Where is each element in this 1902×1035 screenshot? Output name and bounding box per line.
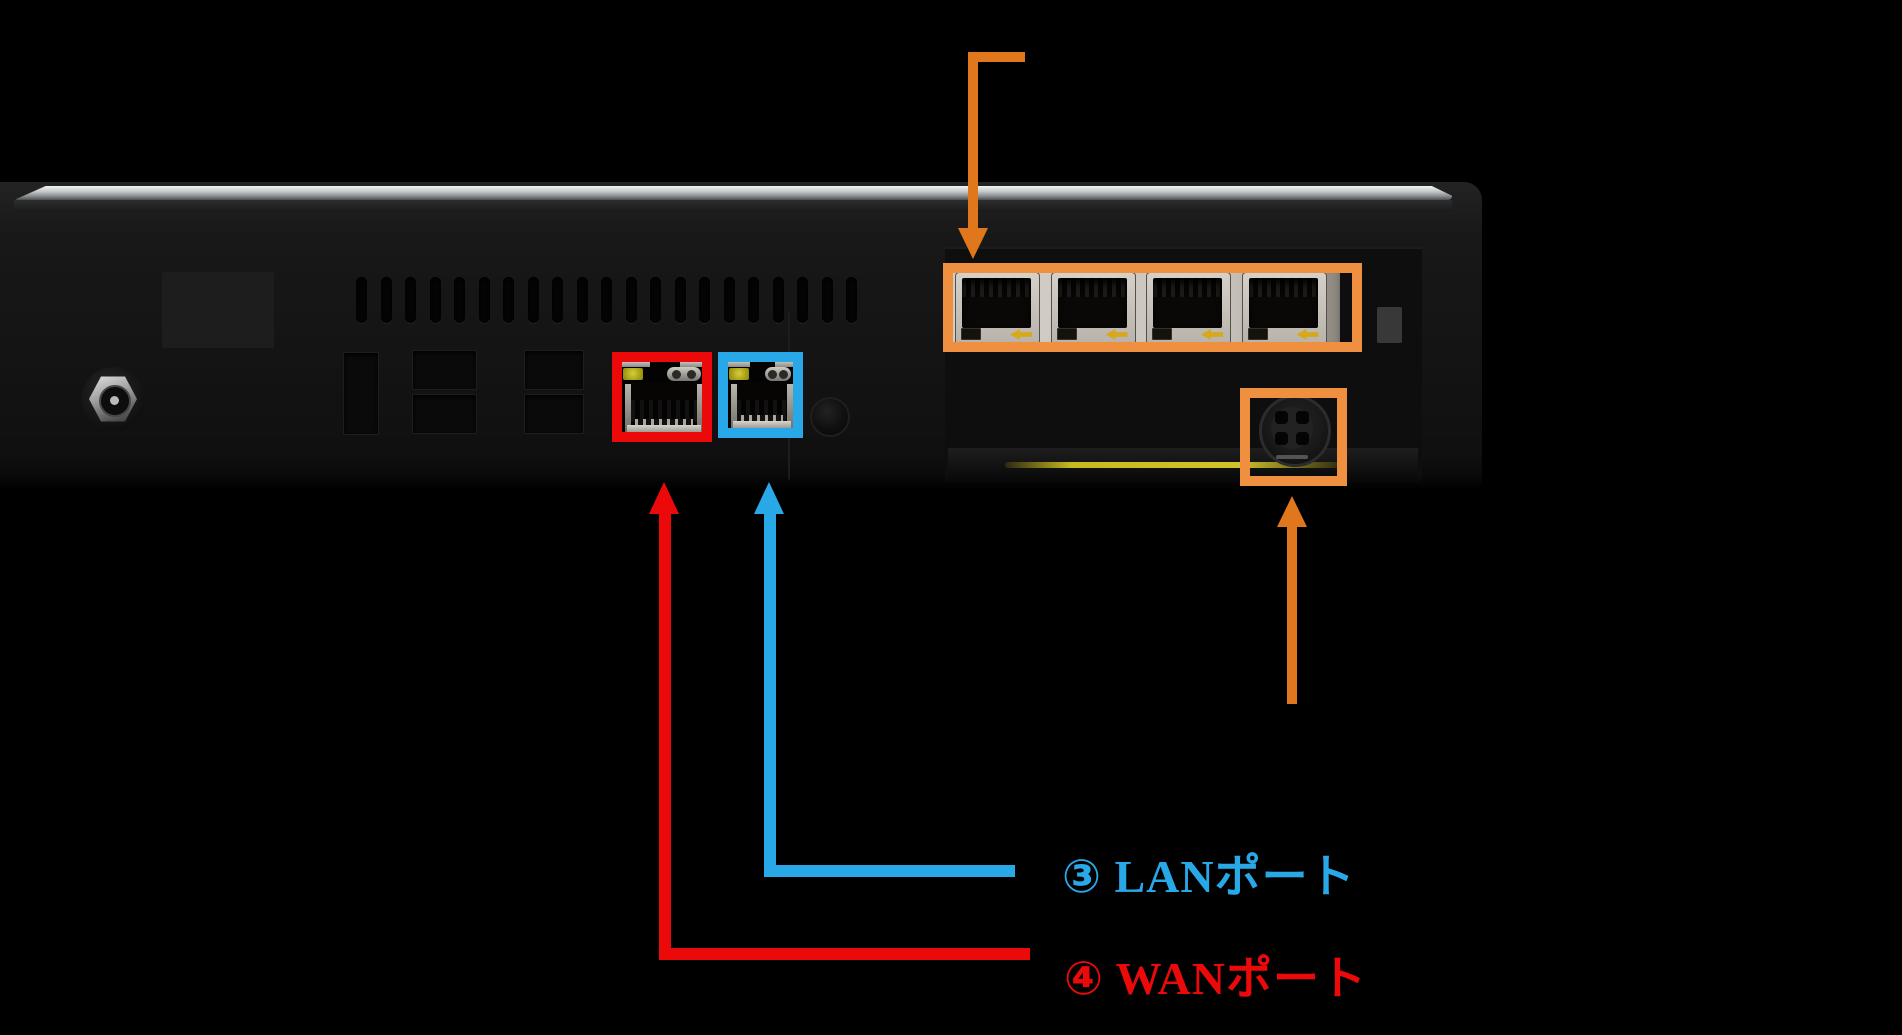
wan-port-callout-box (612, 352, 712, 442)
blank-cutout-tall (343, 352, 379, 435)
vent-slot (576, 277, 588, 323)
switch-jack-yellow-arrow-icon (1105, 329, 1128, 340)
wan-port-led (623, 368, 643, 380)
lan-port-bezel (774, 360, 795, 367)
lan-port-bezel (727, 360, 751, 367)
bay-latch-tab (1377, 307, 1402, 343)
switch-jack-cavity (1248, 278, 1318, 328)
wan-port-indicator-holes (667, 367, 701, 381)
vent-slot (625, 277, 637, 323)
vent-slot (699, 277, 710, 323)
wan-port-bezel (621, 360, 650, 367)
wan-port-bezel (679, 360, 705, 367)
din-pin-hole (1275, 432, 1288, 445)
wan-port-bezel (627, 425, 701, 434)
lan-port-led (729, 368, 749, 380)
vent-slot (527, 277, 539, 323)
vent-slot (454, 277, 465, 323)
switch-jack-leds (961, 328, 981, 340)
switch-jack-yellow-arrow-icon (1010, 329, 1032, 340)
vent-slot (552, 277, 563, 323)
switch-jack-cavity (1153, 278, 1222, 328)
vent-slot (772, 277, 784, 323)
switch-jack-leds (1152, 328, 1172, 340)
chassis-faint-panel (162, 272, 274, 348)
switch-port-jack (955, 272, 1040, 346)
vent-slot (356, 277, 367, 323)
lan-port-label: ③ LANポート (1062, 851, 1356, 902)
wan-label-arrow (649, 482, 1030, 960)
vent-slot (405, 277, 416, 323)
dc-jack-pin (110, 396, 119, 405)
blank-cutout (412, 350, 477, 390)
vent-slot (821, 277, 833, 323)
lan-port-callout-box (718, 352, 803, 438)
din-pin-hole (1296, 411, 1309, 424)
yellow-stripe (1005, 462, 1338, 468)
lan-port-jack (727, 360, 795, 432)
din-pin-hole (1275, 411, 1288, 424)
lan-port-pins (741, 415, 783, 421)
reset-button (810, 397, 850, 437)
vent-slot (429, 277, 441, 323)
lan-port-bezel (787, 384, 793, 432)
switch-jack-cavity (962, 278, 1031, 328)
lan-port-indicator-holes (765, 367, 791, 381)
wan-port-jack (621, 360, 705, 434)
power-din-face (1271, 407, 1313, 449)
vent-slot (748, 277, 759, 323)
wan-port-label: ④ WANポート (1064, 953, 1367, 1004)
wan-port-cavity (631, 382, 697, 422)
lan-label-arrow (754, 482, 1015, 877)
power-connector-callout-box (1240, 388, 1347, 486)
switch-jack-yellow-arrow-icon (1296, 329, 1319, 340)
chassis-top-face-shading (14, 200, 1452, 212)
vent-slot (723, 277, 735, 323)
vent-slot (650, 277, 661, 323)
lan-port-bezel (731, 384, 737, 432)
vent-slot (478, 277, 490, 323)
vent-slot (503, 277, 514, 323)
power-connector-arrow (1277, 496, 1307, 704)
chassis-top-metal-edge (14, 186, 1452, 200)
din-highlight (1276, 455, 1308, 459)
vent-slot (380, 277, 392, 323)
chassis-bottom-edge (0, 476, 1482, 490)
switch-port-jack (1241, 272, 1327, 346)
vent-slot (601, 277, 612, 323)
blank-cutout (412, 394, 477, 434)
vent-slot (846, 277, 857, 323)
din-pin-hole (1296, 432, 1309, 445)
lan-port-bezel (733, 421, 791, 430)
switch-jack-leds (1056, 328, 1077, 340)
wan-port-bezel (697, 384, 703, 432)
switch-port-jack (1050, 272, 1136, 346)
switch-ports-callout-box (943, 263, 1362, 352)
vent-slot (797, 277, 808, 323)
wan-port-pins (635, 419, 693, 425)
vent-slot (674, 277, 686, 323)
blank-cutout (524, 350, 584, 390)
switch-jack-leds (1247, 328, 1268, 340)
switch-jack-cavity (1057, 278, 1127, 328)
switch-jack-yellow-arrow-icon (1201, 329, 1223, 340)
wan-port-bezel (625, 384, 631, 432)
blank-cutout (524, 394, 584, 434)
switch-port-jack (1146, 272, 1231, 346)
